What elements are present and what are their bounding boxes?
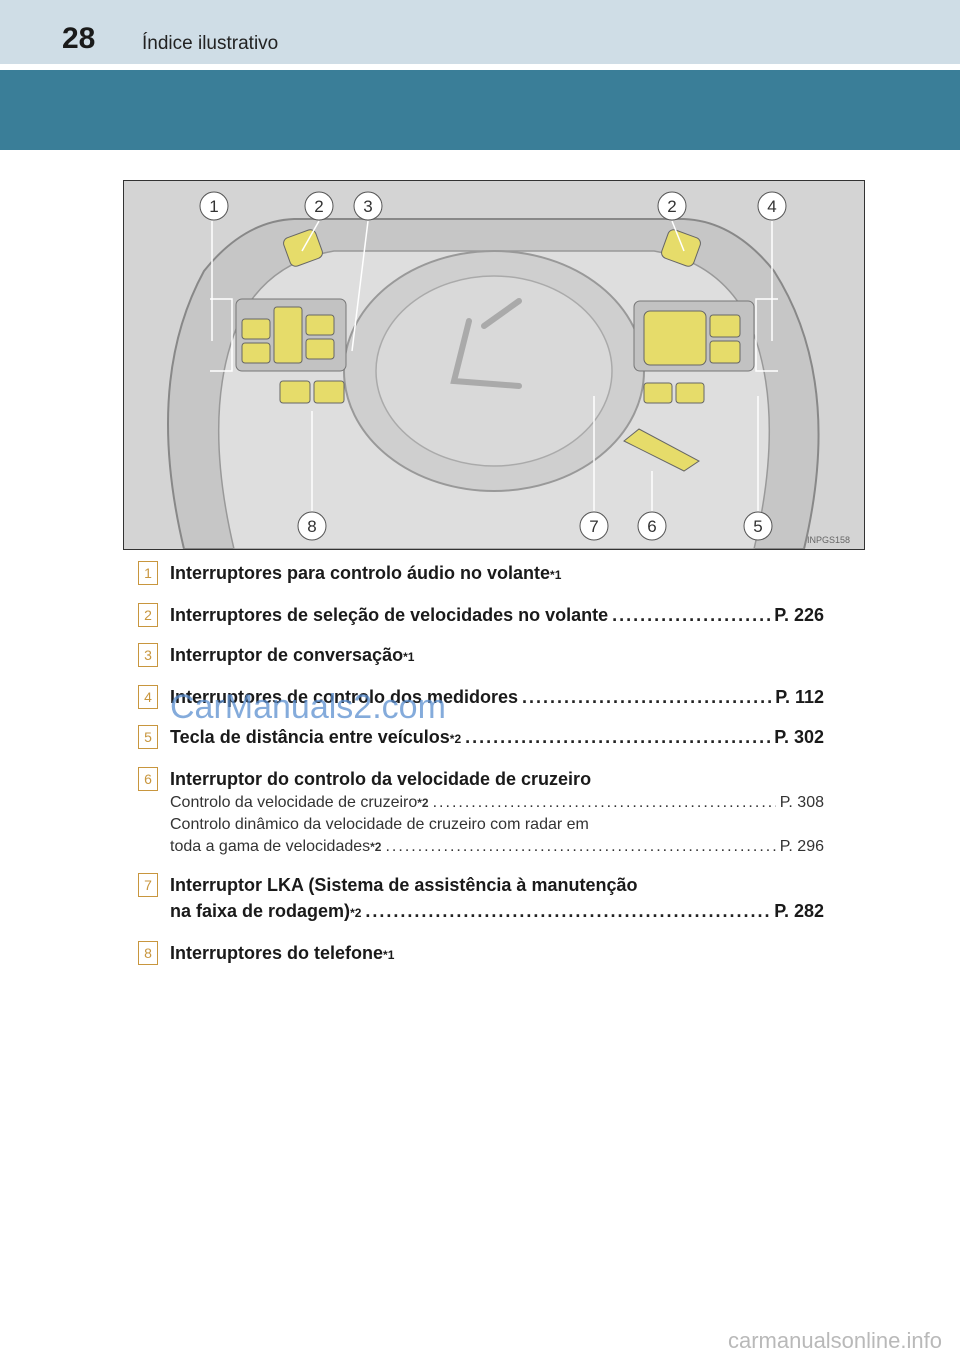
watermark: CarManuals2.com bbox=[170, 688, 446, 726]
svg-text:1: 1 bbox=[209, 197, 218, 216]
item-number: 2 bbox=[138, 603, 158, 627]
item-label: Tecla de distância entre veículos bbox=[170, 727, 450, 747]
footer-watermark: carmanualsonline.info bbox=[727, 1328, 942, 1353]
page-reference: P. 302 bbox=[774, 727, 824, 747]
page-number: 28 bbox=[62, 22, 96, 55]
item-label: na faixa de rodagem) bbox=[170, 901, 351, 921]
list-item-1: 1 Interruptores para controlo áudio no v… bbox=[138, 560, 824, 588]
item-number: 4 bbox=[138, 685, 158, 709]
section-title: Índice ilustrativo bbox=[142, 33, 279, 54]
item-label: Interruptores de seleção de velocidades … bbox=[170, 605, 609, 625]
header-band bbox=[0, 70, 960, 150]
list-item-4: 4 Interruptores de controlo dos medidore… bbox=[138, 684, 824, 710]
steering-wheel-diagram: 1 2 3 2 4 8 7 6 5 INPGS158 bbox=[124, 181, 864, 549]
page-reference: P. 112 bbox=[775, 687, 824, 707]
list-item-5: 5 Tecla de distância entre veículos*2...… bbox=[138, 724, 824, 752]
callout-6: 6 bbox=[637, 511, 667, 541]
list-item-3: 3 Interruptor de conversação*1 bbox=[138, 642, 824, 670]
svg-text:2: 2 bbox=[314, 197, 323, 216]
svg-text:3: 3 bbox=[363, 197, 372, 216]
callout-7: 7 bbox=[579, 511, 609, 541]
svg-text:8: 8 bbox=[307, 517, 316, 536]
item-label-line1: Interruptor LKA (Sistema de assistência … bbox=[170, 875, 638, 895]
svg-text:5: 5 bbox=[753, 517, 762, 536]
svg-text:7: 7 bbox=[589, 517, 598, 536]
callout-4: 4 bbox=[757, 191, 787, 221]
list-item-2: 2 Interruptores de seleção de velocidade… bbox=[138, 602, 824, 628]
svg-text:6: 6 bbox=[647, 517, 656, 536]
list-item-7: 7 Interruptor LKA (Sistema de assistênci… bbox=[138, 872, 824, 926]
steering-wheel-illustration: 1 2 3 2 4 8 7 6 5 INPGS158 bbox=[123, 180, 865, 550]
list-item-8: 8 Interruptores do telefone*1 bbox=[138, 940, 824, 968]
item-list: 1 Interruptores para controlo áudio no v… bbox=[138, 560, 824, 982]
page-reference: P. 282 bbox=[774, 901, 824, 921]
item-label: Interruptor de conversação bbox=[170, 645, 404, 665]
page-reference: P. 296 bbox=[779, 838, 824, 855]
list-item-6: 6 Interruptor do controlo da velocidade … bbox=[138, 766, 824, 858]
figure-code: INPGS158 bbox=[807, 535, 850, 545]
item-number: 1 bbox=[138, 561, 158, 585]
page-reference: P. 308 bbox=[779, 794, 824, 811]
page-reference: P. 226 bbox=[774, 605, 824, 625]
callout-3: 3 bbox=[353, 191, 383, 221]
sub-item-label: Controlo da velocidade de cruzeiro bbox=[170, 794, 418, 811]
svg-text:4: 4 bbox=[767, 197, 776, 216]
item-label: Interruptores do telefone bbox=[170, 943, 384, 963]
item-number: 3 bbox=[138, 643, 158, 667]
item-label: Interruptores para controlo áudio no vol… bbox=[170, 563, 551, 583]
header-bar bbox=[0, 0, 960, 64]
item-label: Interruptores de controlo dos medidores bbox=[170, 687, 519, 707]
callout-2-left: 2 bbox=[304, 191, 334, 221]
item-number: 6 bbox=[138, 767, 158, 791]
callout-5: 5 bbox=[743, 511, 773, 541]
item-number: 8 bbox=[138, 941, 158, 965]
callout-8: 8 bbox=[297, 511, 327, 541]
svg-text:2: 2 bbox=[667, 197, 676, 216]
item-number: 5 bbox=[138, 725, 158, 749]
callout-2-right: 2 bbox=[657, 191, 687, 221]
callout-1: 1 bbox=[199, 191, 229, 221]
sub-item-line: Controlo dinâmico da velocidade de cruze… bbox=[170, 816, 589, 833]
item-number: 7 bbox=[138, 873, 158, 897]
sub-item-label: toda a gama de velocidades bbox=[170, 838, 371, 855]
item-label: Interruptor do controlo da velocidade de… bbox=[170, 769, 592, 789]
